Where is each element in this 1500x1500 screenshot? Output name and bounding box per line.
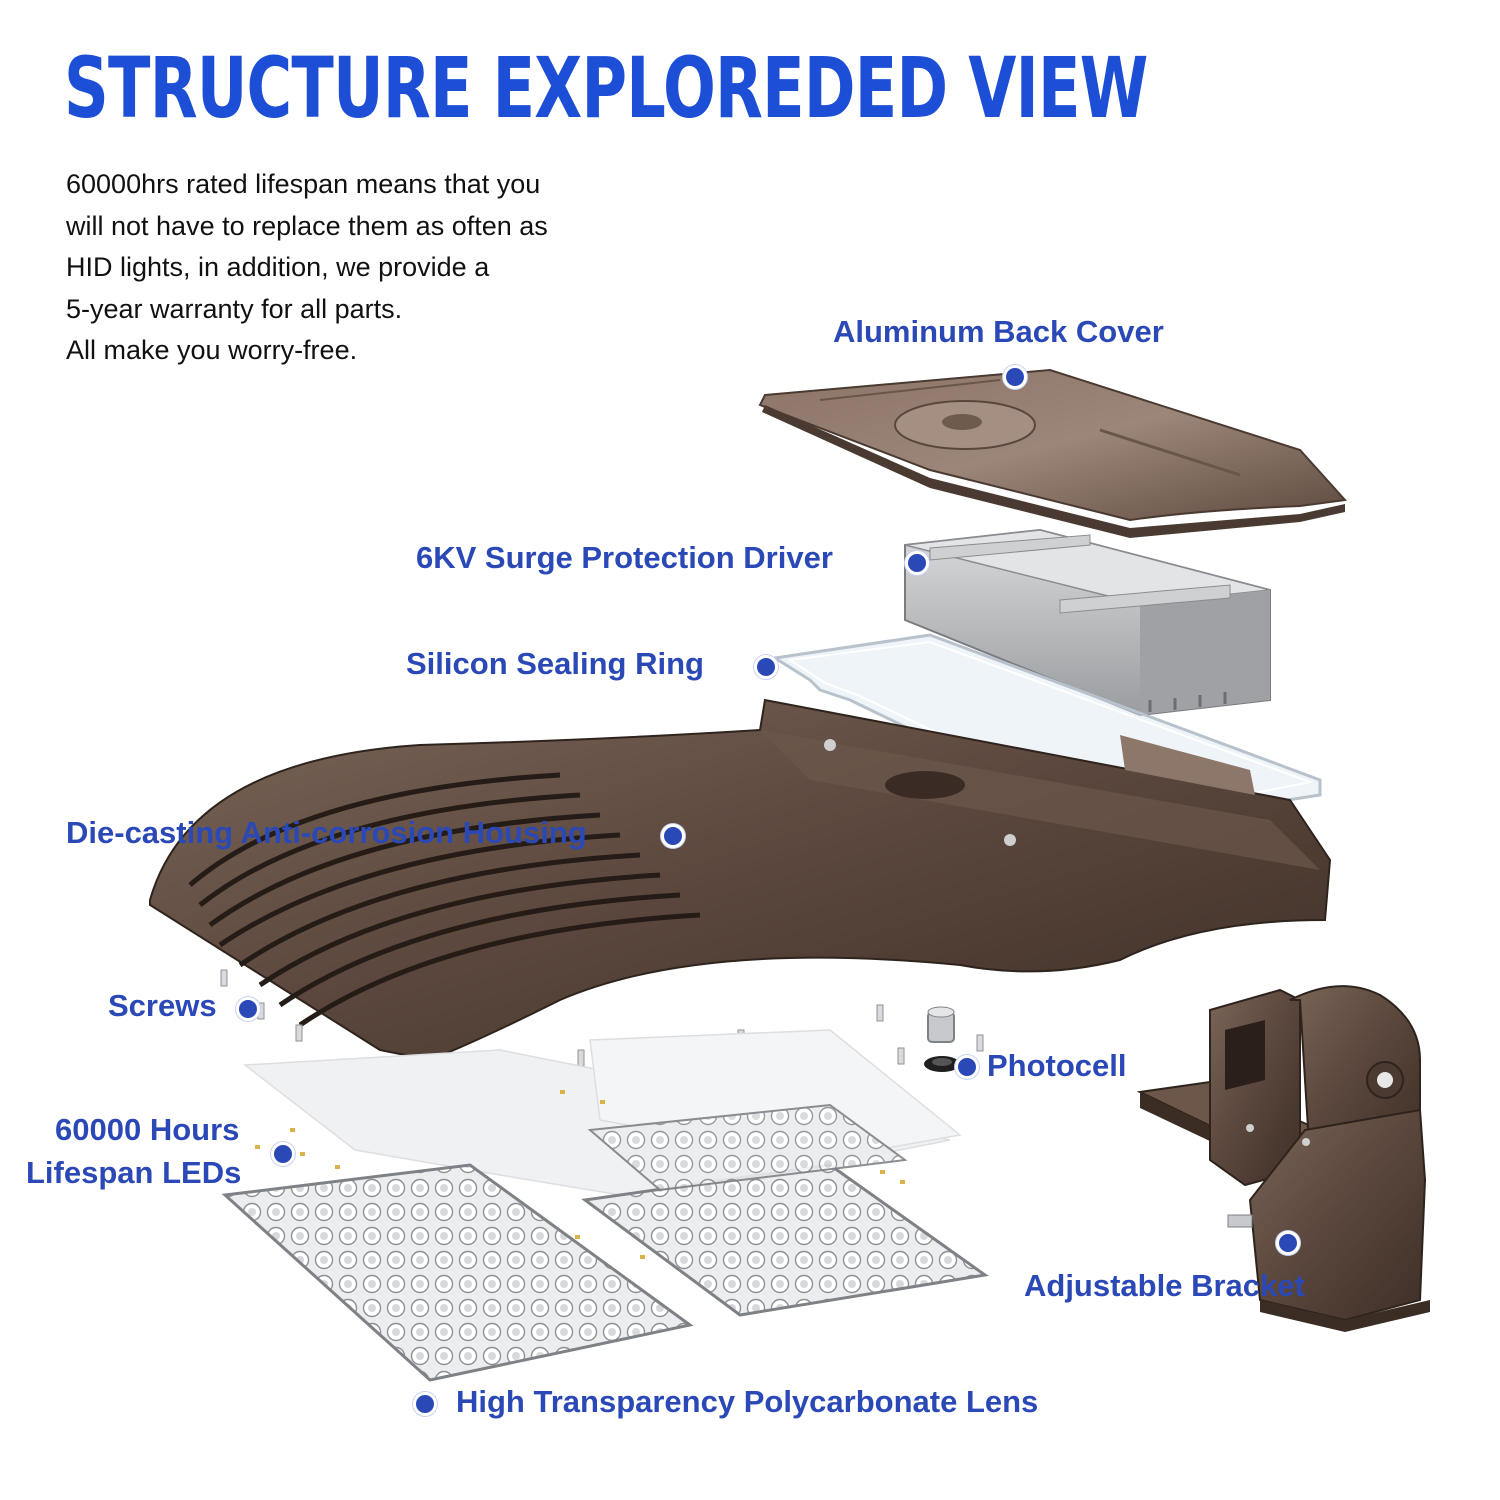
marker-sealing-ring xyxy=(754,655,778,679)
label-sealing-ring: Silicon Sealing Ring xyxy=(406,646,704,681)
label-lens: High Transparency Polycarbonate Lens xyxy=(456,1384,1039,1419)
label-photocell: Photocell xyxy=(987,1048,1127,1083)
photocell-graphic xyxy=(924,1006,960,1072)
marker-driver xyxy=(905,551,929,575)
label-back-cover: Aluminum Back Cover xyxy=(833,314,1164,349)
intro-line: All make you worry-free. xyxy=(66,335,358,365)
marker-back-cover xyxy=(1003,365,1027,389)
label-housing: Die-casting Anti-corrosion Housing xyxy=(66,815,587,850)
intro-line: HID lights, in addition, we provide a xyxy=(66,252,490,282)
intro-line: 5-year warranty for all parts. xyxy=(66,293,403,324)
marker-lens xyxy=(413,1392,437,1416)
label-leds-line1: 60000 Hours xyxy=(55,1112,240,1147)
page-title: STRUCTURE EXPLOREDED VIEW xyxy=(64,39,1148,137)
marker-bracket xyxy=(1276,1231,1300,1255)
marker-housing xyxy=(661,824,685,848)
marker-leds xyxy=(271,1142,295,1166)
marker-photocell xyxy=(955,1055,979,1079)
housing-graphic xyxy=(149,698,1332,1062)
label-screws: Screws xyxy=(108,988,217,1023)
reflector-sheets-graphic xyxy=(242,1029,962,1201)
label-driver: 6KV Surge Protection Driver xyxy=(416,540,833,575)
driver-graphic xyxy=(904,528,1271,717)
label-leds-line2: Lifespan LEDs xyxy=(26,1155,242,1190)
label-bracket: Adjustable Bracket xyxy=(1024,1268,1305,1303)
marker-screws xyxy=(236,997,260,1021)
back-cover-graphic xyxy=(758,368,1348,538)
bracket-graphic xyxy=(1136,985,1430,1332)
led-modules-graphic xyxy=(221,1090,989,1382)
intro-line: 60000hrs rated lifespan means that you xyxy=(66,169,541,199)
intro-text: 60000hrs rated lifespan means that you w… xyxy=(66,164,666,372)
intro-line: will not have to replace them as often a… xyxy=(66,210,548,241)
